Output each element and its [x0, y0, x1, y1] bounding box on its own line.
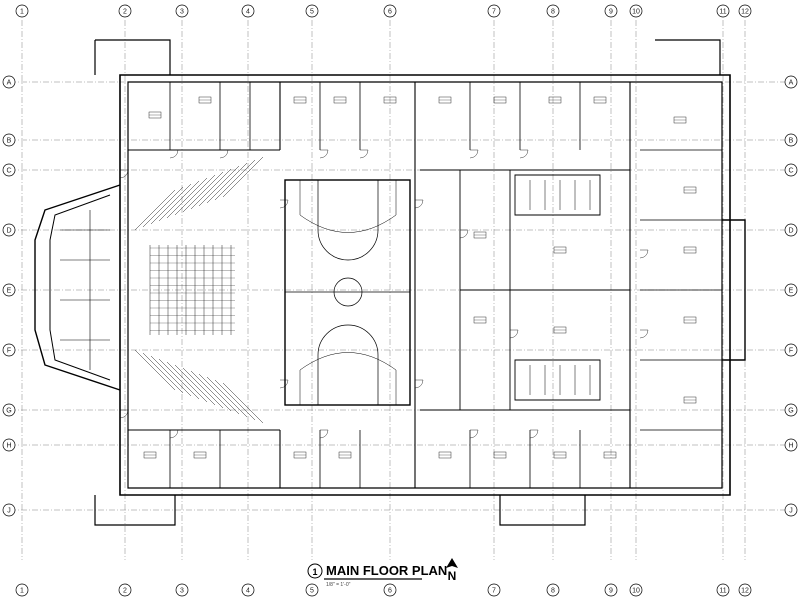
grid-bubble-col-2: 2 [118, 583, 132, 597]
svg-text:E: E [7, 288, 12, 295]
grid-bubble-row-D: D [2, 223, 16, 237]
svg-text:4: 4 [246, 9, 250, 16]
svg-text:A: A [789, 80, 794, 87]
auditorium-seating [134, 156, 264, 424]
svg-text:1: 1 [20, 588, 24, 595]
svg-text:B: B [7, 138, 12, 145]
grid-bubble-col-4: 4 [241, 583, 255, 597]
grid-bubble-col-12: 12 [738, 583, 752, 597]
svg-text:10: 10 [632, 588, 640, 595]
grid-bubble-col-5: 5 [305, 583, 319, 597]
grid-bubble-col-9: 9 [604, 583, 618, 597]
svg-text:G: G [6, 408, 11, 415]
svg-text:11: 11 [719, 9, 726, 16]
svg-text:5: 5 [310, 9, 314, 16]
svg-text:B: B [789, 138, 794, 145]
grid-bubble-col-8: 8 [546, 4, 560, 18]
svg-text:C: C [6, 168, 11, 175]
svg-text:J: J [789, 508, 793, 515]
grid-bubble-row-J: J [784, 503, 798, 517]
grid-bubble-row-A: A [784, 75, 798, 89]
grid-bubble-col-7: 7 [487, 4, 501, 18]
grid-bubble-row-G: G [784, 403, 798, 417]
grid-bubble-col-9: 9 [604, 4, 618, 18]
svg-text:2: 2 [123, 588, 127, 595]
svg-text:7: 7 [492, 588, 496, 595]
grid-bubble-row-C: C [2, 163, 16, 177]
grid-bubble-col-6: 6 [383, 583, 397, 597]
svg-text:J: J [7, 508, 11, 515]
gymnasium-court [284, 179, 411, 406]
grid-bubble-row-C: C [784, 163, 798, 177]
svg-text:F: F [7, 348, 11, 355]
detail-number: 1 [312, 567, 317, 577]
svg-text:8: 8 [551, 588, 555, 595]
grid-bubble-col-1: 1 [15, 4, 29, 18]
svg-text:3: 3 [180, 9, 184, 16]
svg-text:D: D [6, 228, 11, 235]
room-tags [143, 96, 697, 459]
grid-bubble-col-10: 10 [629, 583, 643, 597]
grid-bubble-row-F: F [784, 343, 798, 357]
grid-bubble-row-F: F [2, 343, 16, 357]
grid-bubble-row-E: E [784, 283, 798, 297]
svg-text:4: 4 [246, 588, 250, 595]
svg-text:11: 11 [719, 588, 726, 595]
svg-text:E: E [789, 288, 794, 295]
grid-bubble-col-11: 11 [716, 583, 730, 597]
svg-text:A: A [7, 80, 12, 87]
svg-text:3: 3 [180, 588, 184, 595]
svg-text:12: 12 [741, 588, 749, 595]
grid-bubble-col-2: 2 [118, 4, 132, 18]
svg-text:H: H [788, 443, 793, 450]
svg-text:F: F [789, 348, 793, 355]
grid-bubble-col-7: 7 [487, 583, 501, 597]
north-label: N [448, 569, 457, 583]
interior-walls [60, 82, 722, 488]
grid-bubble-col-8: 8 [546, 583, 560, 597]
svg-text:2: 2 [123, 9, 127, 16]
grid-bubble-row-H: H [784, 438, 798, 452]
svg-text:8: 8 [551, 9, 555, 16]
svg-text:6: 6 [388, 9, 392, 16]
grid-bubble-row-J: J [2, 503, 16, 517]
svg-text:D: D [788, 228, 793, 235]
drawing-title-block: 1 MAIN FLOOR PLAN 1/8" = 1'-0" N [307, 558, 458, 588]
grid-bubble-row-B: B [2, 133, 16, 147]
grid-bubble-row-B: B [784, 133, 798, 147]
svg-text:6: 6 [388, 588, 392, 595]
svg-text:7: 7 [492, 9, 496, 16]
grid-bubble-row-G: G [2, 403, 16, 417]
drawing-scale: 1/8" = 1'-0" [326, 582, 351, 588]
svg-text:H: H [6, 443, 11, 450]
grid-bubble-col-4: 4 [241, 4, 255, 18]
grid-bubble-col-10: 10 [629, 4, 643, 18]
grid-bubble-row-E: E [2, 283, 16, 297]
svg-text:C: C [788, 168, 793, 175]
grid-bubble-row-H: H [2, 438, 16, 452]
grid-bubble-col-3: 3 [175, 583, 189, 597]
svg-text:9: 9 [609, 9, 613, 16]
svg-text:G: G [788, 408, 793, 415]
grid-bubble-col-12: 12 [738, 4, 752, 18]
svg-text:1: 1 [20, 9, 24, 16]
north-arrow-icon [446, 558, 458, 568]
grid-bubble-col-3: 3 [175, 4, 189, 18]
svg-text:12: 12 [741, 9, 749, 16]
grid-bubble-col-11: 11 [716, 4, 730, 18]
svg-text:5: 5 [310, 588, 314, 595]
grid-bubble-row-D: D [784, 223, 798, 237]
svg-text:10: 10 [632, 9, 640, 16]
grid-bubble-col-5: 5 [305, 4, 319, 18]
grid-bubble-col-1: 1 [15, 583, 29, 597]
svg-text:9: 9 [609, 588, 613, 595]
building-outline [34, 39, 746, 526]
door-swings [119, 149, 649, 439]
drawing-title: MAIN FLOOR PLAN [326, 563, 447, 578]
grid-bubble-col-6: 6 [383, 4, 397, 18]
grid-bubble-row-A: A [2, 75, 16, 89]
